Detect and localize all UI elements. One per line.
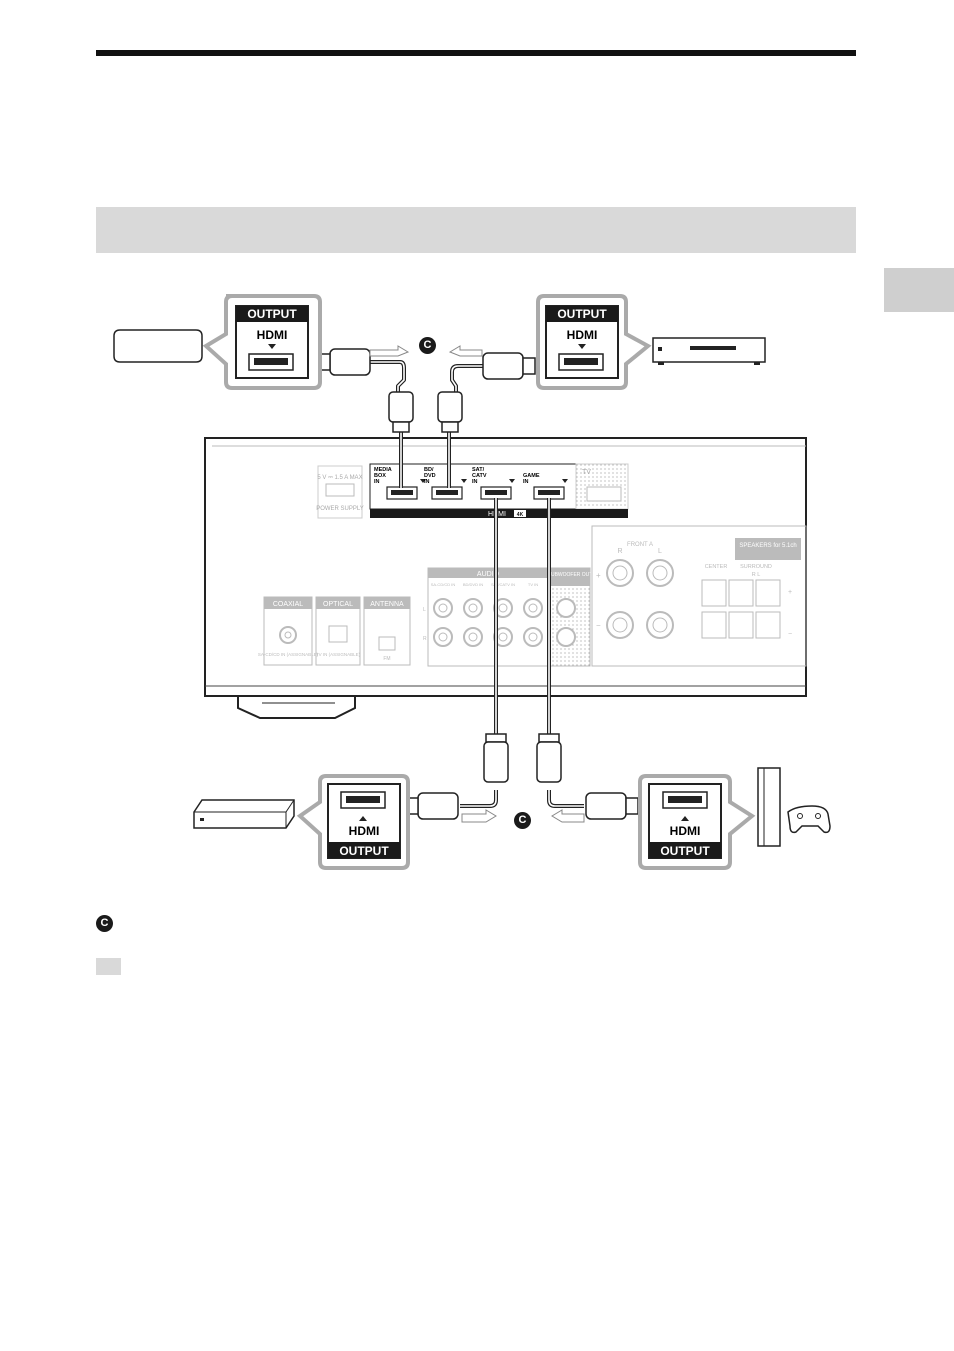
signal-direction-arrows xyxy=(369,345,585,823)
svg-text:SAT/CATV IN: SAT/CATV IN xyxy=(491,582,515,587)
svg-text:HDMI: HDMI xyxy=(567,328,598,342)
svg-text:HDMI: HDMI xyxy=(670,824,701,838)
usb-label: 5 V ⎓ 1.5 A MAX xyxy=(317,475,362,481)
svg-text:+: + xyxy=(596,571,601,580)
svg-text:AUDIO: AUDIO xyxy=(477,571,500,578)
svg-text:OUTPUT: OUTPUT xyxy=(660,844,710,858)
callout-bottom-right-output: HDMI OUTPUT xyxy=(638,774,756,870)
svg-text:SA-CD/CD IN (ASSIGNABLE): SA-CD/CD IN (ASSIGNABLE) xyxy=(258,652,319,657)
svg-text:SUBWOOFER OUT: SUBWOOFER OUT xyxy=(548,572,593,578)
usb-port: 5 V ⎓ 1.5 A MAX POWER SUPPLY xyxy=(316,465,364,519)
svg-text:HDMI: HDMI xyxy=(349,824,380,838)
svg-text:BOX: BOX xyxy=(374,473,386,479)
hdmi-4k-badge: 4K xyxy=(517,512,524,518)
svg-text:OPTICAL: OPTICAL xyxy=(323,601,353,608)
speaker-terminals: FRONT A R L + − SPEAKERS for 5.1ch CENTE… xyxy=(591,525,807,667)
svg-text:COAXIAL: COAXIAL xyxy=(273,601,303,608)
callout-top-right-output: OUTPUT HDMI xyxy=(536,294,652,390)
svg-text:R: R xyxy=(423,636,427,642)
set-top-box-device xyxy=(193,799,295,829)
section-heading-band xyxy=(96,207,856,253)
audio-inputs: AUDIO SA-CD/CD IN BD/DVD IN SAT/CATV IN … xyxy=(423,567,549,667)
svg-text:SURROUND: SURROUND xyxy=(740,564,772,570)
antenna-input: ANTENNA FM xyxy=(363,596,411,666)
svg-text:−: − xyxy=(788,631,792,638)
power-supply-label: POWER SUPPLY xyxy=(316,506,364,512)
svg-text:IN: IN xyxy=(424,479,430,485)
svg-text:MEDIA: MEDIA xyxy=(374,467,392,473)
svg-text:TV IN: TV IN xyxy=(528,582,538,587)
chapter-tab xyxy=(884,268,954,312)
coaxial-input: COAXIAL SA-CD/CD IN (ASSIGNABLE) xyxy=(258,596,319,666)
callout-bottom-left-output: HDMI OUTPUT xyxy=(296,774,410,870)
svg-text:OUTPUT: OUTPUT xyxy=(557,307,607,321)
svg-text:IN: IN xyxy=(472,479,478,485)
svg-text:BD/: BD/ xyxy=(424,467,434,473)
gamepad-icon xyxy=(787,805,831,834)
top-rule xyxy=(96,50,856,56)
svg-text:HDMI: HDMI xyxy=(257,328,288,342)
svg-text:L: L xyxy=(423,607,426,613)
svg-text:SAT/: SAT/ xyxy=(472,467,485,473)
hdmi-in-sat-catv[interactable]: SAT/ CATV IN xyxy=(472,467,515,500)
callout-c-marker-bottom: C xyxy=(514,812,531,829)
optical-input: OPTICAL TV IN (ASSIGNABLE) xyxy=(315,596,361,666)
game-console-device xyxy=(757,767,831,847)
tv-label: TV xyxy=(582,469,591,476)
svg-text:−: − xyxy=(596,621,601,630)
svg-text:TV IN (ASSIGNABLE): TV IN (ASSIGNABLE) xyxy=(316,652,361,657)
svg-text:L: L xyxy=(658,548,662,555)
svg-text:CATV: CATV xyxy=(472,473,487,479)
svg-text:FM: FM xyxy=(383,656,390,662)
svg-text:DVD: DVD xyxy=(424,473,436,479)
callout-c-marker-top: C xyxy=(419,337,436,354)
svg-text:IN: IN xyxy=(523,479,529,485)
receiver-rear-panel: 5 V ⎓ 1.5 A MAX POWER SUPPLY TV HDMI 4K … xyxy=(204,437,807,719)
svg-text:SA-CD/CD IN: SA-CD/CD IN xyxy=(431,582,456,587)
callout-top-left-output: OUTPUT HDMI xyxy=(202,294,322,390)
subwoofer-out: SUBWOOFER OUT xyxy=(548,567,593,667)
svg-text:+: + xyxy=(788,589,792,596)
note-marker xyxy=(96,958,121,975)
svg-text:CENTER: CENTER xyxy=(705,564,728,570)
hdmi-input-bar: TV HDMI 4K MEDIA BOX IN BD/ DVD IN xyxy=(369,463,629,518)
svg-text:BD/DVD IN: BD/DVD IN xyxy=(463,582,483,587)
svg-text:OUTPUT: OUTPUT xyxy=(247,307,297,321)
svg-text:OUTPUT: OUTPUT xyxy=(339,844,389,858)
hdmi-in-media-box[interactable]: MEDIA BOX IN xyxy=(374,467,426,500)
svg-text:FRONT A: FRONT A xyxy=(627,542,653,548)
media-box-device xyxy=(113,329,203,363)
callout-c-marker-legend: C xyxy=(96,915,113,932)
svg-text:IN: IN xyxy=(374,479,380,485)
svg-text:R L: R L xyxy=(752,572,761,578)
bd-dvd-player-device xyxy=(652,337,766,365)
svg-text:GAME: GAME xyxy=(523,473,540,479)
svg-text:R: R xyxy=(617,548,622,555)
hdmi-plug-heads xyxy=(388,391,562,783)
svg-text:ANTENNA: ANTENNA xyxy=(370,601,404,608)
svg-text:SPEAKERS for 5.1ch: SPEAKERS for 5.1ch xyxy=(739,543,796,549)
